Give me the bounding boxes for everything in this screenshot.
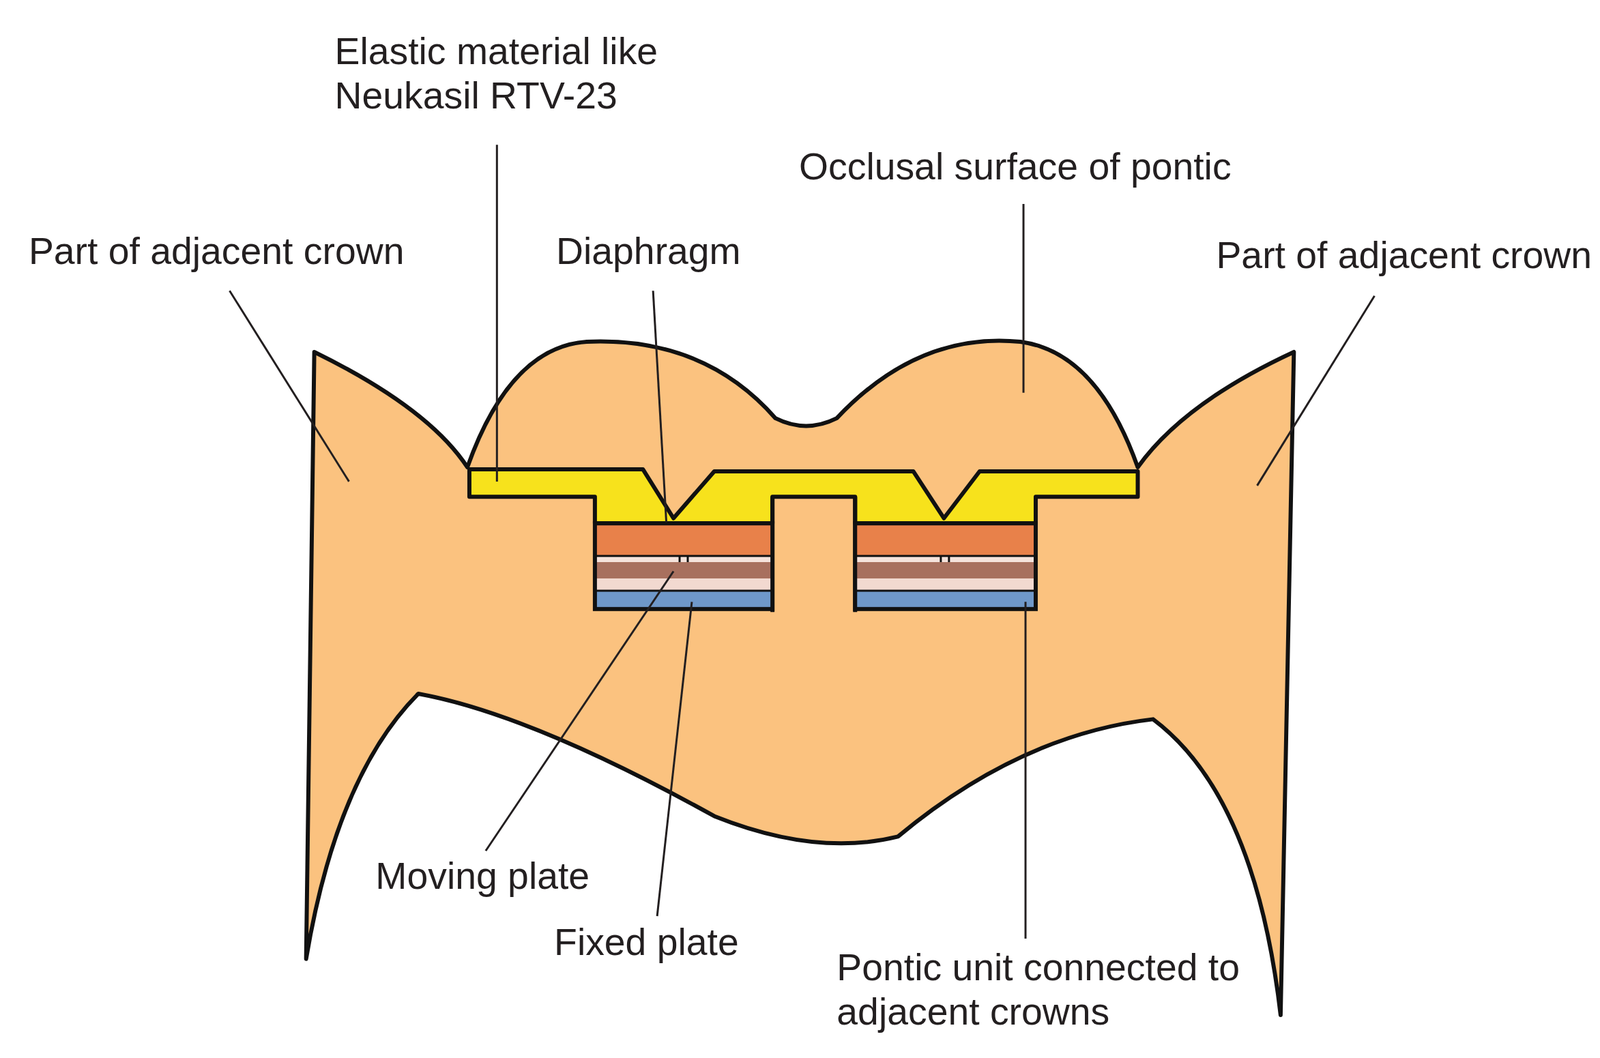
part-label: Part of adjacent crown (28, 230, 405, 275)
part-label: Occlusal surface of pontic (798, 146, 1232, 190)
part-label: Fixed plate (554, 921, 739, 965)
part-label: Moving plate (375, 854, 590, 899)
part-label: Part of adjacent crown (1215, 234, 1592, 279)
part-label: Pontic unit connected to adjacent crowns (836, 947, 1276, 1034)
elastic-layer (469, 469, 1139, 524)
part-label: Elastic material like Neukasil RTV-23 (335, 30, 764, 118)
plate-stack (594, 523, 773, 610)
pontic-body (306, 340, 1295, 1016)
plate-stack (854, 523, 1036, 610)
part-label: Diaphragm (556, 230, 741, 275)
